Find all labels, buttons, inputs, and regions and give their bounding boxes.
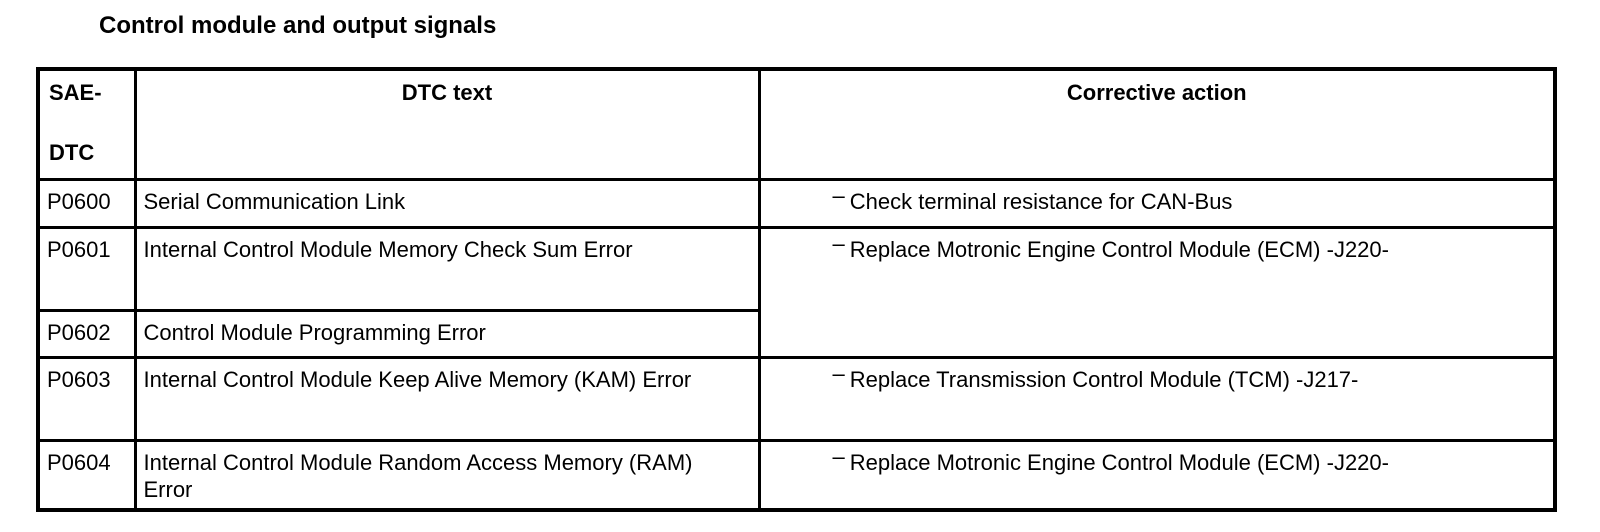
dtc-code: P0604 — [36, 438, 137, 512]
table-row-p0602: P0602 Control Module Programming Error — [36, 308, 1555, 359]
header-sae-line: SAE- — [49, 80, 102, 105]
corrective-action-text: Replace Motronic Engine Control Module (… — [849, 449, 1389, 475]
dtc-code: P0602 — [36, 308, 137, 359]
corrective-action-cell: –Replace Motronic Engine Control Module … — [757, 438, 1557, 512]
dtc-text: Internal Control Module Keep Alive Memor… — [133, 355, 761, 442]
table-header-row: SAE- DTC DTC text Corrective action — [36, 67, 1557, 181]
corrective-action-cell-merged: –Replace Motronic Engine Control Module … — [757, 225, 1557, 359]
dtc-table: SAE- DTC DTC text Corrective action P060… — [36, 67, 1557, 512]
column-header-dtc-text: DTC text — [133, 67, 761, 181]
header-dtc-line: DTC — [49, 140, 95, 165]
dtc-code: P0603 — [36, 355, 137, 442]
table-row-p0603: P0603 Internal Control Module Keep Alive… — [36, 355, 1557, 442]
dash-bullet-icon: – — [832, 443, 845, 469]
column-header-sae-dtc: SAE- DTC — [36, 67, 137, 181]
dash-bullet-icon: – — [832, 182, 845, 208]
dtc-text: Serial Communication Link — [133, 177, 761, 229]
dtc-text: Internal Control Module Memory Check Sum… — [133, 225, 761, 312]
corrective-action-cell: –Replace Transmission Control Module (TC… — [757, 355, 1557, 442]
corrective-action-cell: –Check terminal resistance for CAN-Bus — [757, 177, 1557, 229]
dash-bullet-icon: – — [832, 230, 845, 256]
page-title: Control module and output signals — [99, 12, 497, 39]
dtc-code: P0601 — [36, 225, 137, 312]
corrective-action-text: Replace Motronic Engine Control Module (… — [849, 236, 1389, 262]
column-header-corrective-action: Corrective action — [757, 67, 1557, 181]
dtc-text: Control Module Programming Error — [133, 308, 761, 359]
corrective-action-text: Check terminal resistance for CAN-Bus — [849, 188, 1233, 214]
corrective-action-text: Replace Transmission Control Module (TCM… — [849, 366, 1359, 392]
dtc-text: Internal Control Module Random Access Me… — [133, 438, 761, 512]
table-row-p0601: P0601 Internal Control Module Memory Che… — [36, 225, 1557, 359]
dtc-code: P0600 — [36, 177, 137, 229]
table-row-p0604: P0604 Internal Control Module Random Acc… — [36, 438, 1557, 512]
table-row-p0600: P0600 Serial Communication Link –Check t… — [36, 177, 1557, 229]
dash-bullet-icon: – — [832, 360, 845, 386]
